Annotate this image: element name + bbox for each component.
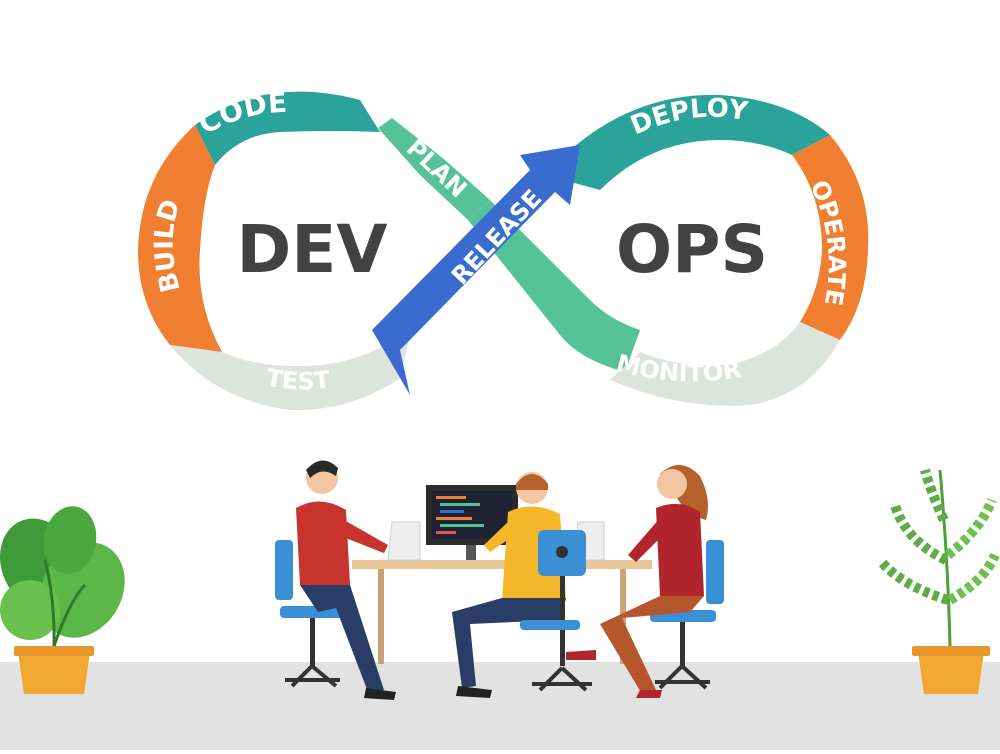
segment-deploy [545,94,830,190]
monitor-code-icon [426,485,518,560]
floor [0,662,1000,750]
segment-code [195,91,380,165]
segment-monitor [610,322,840,406]
segment-plan-continuation [468,200,640,372]
segment-operate [792,135,869,340]
ops-label: OPS [616,211,768,288]
developer-man-icon [452,472,592,698]
dev-label: DEV [237,211,388,288]
palm-plant-icon [876,468,1000,694]
plant-icon [0,506,125,694]
laptop-icon [387,521,421,561]
developer-woman-icon [566,464,724,698]
segment-test [170,328,412,411]
segment-plan [378,118,490,220]
stage-test-label: TEST [264,364,332,396]
developer-man-icon [275,460,396,700]
segment-build [138,125,222,352]
devops-infinity-loop [138,91,869,411]
segment-release-arrow [372,145,580,395]
stage-plan-label: PLAN [401,134,472,203]
